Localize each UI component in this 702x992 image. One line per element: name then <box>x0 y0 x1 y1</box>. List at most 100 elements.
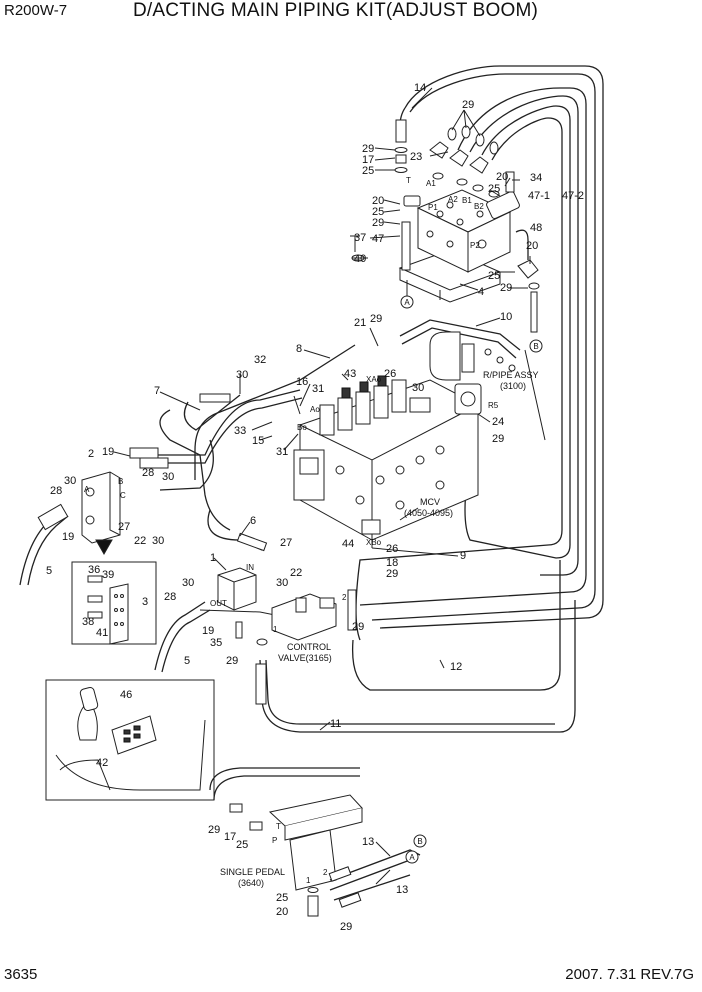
svg-text:2: 2 <box>342 593 347 602</box>
part-callout-40: 40 <box>354 253 366 265</box>
svg-text:A: A <box>404 298 410 307</box>
part-callout-43: 43 <box>344 368 356 380</box>
svg-text:B: B <box>533 342 538 351</box>
top-fittings <box>350 107 540 333</box>
part-callout-30: 30 <box>152 535 164 547</box>
control-valve <box>255 589 576 733</box>
part-callout-25: 25 <box>276 892 288 904</box>
part-callout-29: 29 <box>340 921 352 933</box>
part-callout-30: 30 <box>276 577 288 589</box>
hoses-left <box>129 344 356 552</box>
part-callout-29: 29 <box>500 282 512 294</box>
model-label: R200W-7 <box>4 2 68 19</box>
part-callout-1: 1 <box>210 552 216 564</box>
part-callout-35: 35 <box>210 637 222 649</box>
part-callout-47-2: 47-2 <box>562 190 584 202</box>
page-title: D/ACTING MAIN PIPING KIT(ADJUST BOOM) <box>133 0 539 21</box>
svg-text:T: T <box>276 822 281 831</box>
part-callout-27: 27 <box>280 537 292 549</box>
part-callout-36: 36 <box>88 564 100 576</box>
part-callout-26: 26 <box>386 543 398 555</box>
hose-5-mid <box>154 601 211 673</box>
part-callout-30: 30 <box>236 369 248 381</box>
part-callout-28: 28 <box>164 591 176 603</box>
part-callout-39: 39 <box>102 569 114 581</box>
svg-text:2: 2 <box>323 868 328 877</box>
svg-text:Ao: Ao <box>310 405 320 414</box>
ref-marker-b-bottom: B <box>413 834 427 848</box>
part-callout-3: 3 <box>142 596 148 608</box>
part-callout-17: 17 <box>362 154 374 166</box>
svg-text:1: 1 <box>306 876 311 885</box>
control-valve-caption: CONTROL <box>287 642 331 652</box>
part-callout-21: 21 <box>354 317 366 329</box>
part-callout-6: 6 <box>250 515 256 527</box>
part-callout-44: 44 <box>342 538 354 550</box>
part-callout-15: 15 <box>252 435 264 447</box>
part-callout-25: 25 <box>362 165 374 177</box>
svg-text:B1: B1 <box>462 196 472 205</box>
part-callout-22: 22 <box>134 535 146 547</box>
svg-text:OUT: OUT <box>210 599 227 608</box>
svg-text:A1: A1 <box>426 179 436 188</box>
part-callout-10: 10 <box>500 311 512 323</box>
part-callout-30: 30 <box>182 577 194 589</box>
part-callout-5: 5 <box>46 565 52 577</box>
part-callout-8: 8 <box>296 343 302 355</box>
part-callout-38: 38 <box>82 616 94 628</box>
part-callout-34: 34 <box>530 172 542 184</box>
svg-text:B: B <box>118 477 123 486</box>
port-labels: T A1 A2 B1 B2 P1 P2 R5 XAo Ao Bo XBo IN … <box>84 176 499 885</box>
part-callout-25: 25 <box>488 270 500 282</box>
part-callout-29: 29 <box>352 621 364 633</box>
svg-text:A2: A2 <box>448 195 458 204</box>
part-callout-5: 5 <box>184 655 190 667</box>
console-inset <box>45 679 215 801</box>
mcv-body <box>293 375 482 548</box>
part-callout-19: 19 <box>62 531 74 543</box>
part-callout-11: 11 <box>330 718 341 730</box>
svg-text:R5: R5 <box>488 401 499 410</box>
svg-text:P2: P2 <box>470 241 480 250</box>
svg-text:P1: P1 <box>428 203 438 212</box>
part-callout-20: 20 <box>276 906 288 918</box>
part-callout-37: 37 <box>354 232 366 244</box>
part-callout-17: 17 <box>224 831 236 843</box>
rpipe-caption: R/PIPE ASSY <box>483 370 539 380</box>
part-callout-32: 32 <box>254 354 266 366</box>
valve-bracket-1 <box>199 567 301 639</box>
part-callout-18: 18 <box>386 557 398 569</box>
single-pedal-caption: SINGLE PEDAL <box>220 867 285 877</box>
single-pedal <box>209 767 421 917</box>
part-callout-27: 27 <box>118 521 130 533</box>
part-callout-2: 2 <box>88 448 94 460</box>
part-callout-31: 31 <box>312 383 324 395</box>
part-callout-33: 33 <box>234 425 246 437</box>
part-callout-24: 24 <box>492 416 504 428</box>
leader-lines <box>113 87 531 885</box>
svg-text:A: A <box>84 485 90 494</box>
top-valve-block <box>398 189 520 303</box>
part-callout-25: 25 <box>372 206 384 218</box>
single-pedal-range-caption: (3640) <box>238 878 264 888</box>
ref-marker-b-top: B <box>529 339 543 353</box>
mcv-caption: MCV <box>420 497 440 507</box>
svg-text:C: C <box>120 491 126 500</box>
ref-marker-a-top: A <box>400 280 414 309</box>
part-callout-20: 20 <box>372 195 384 207</box>
part-callout-48: 48 <box>530 222 542 234</box>
part-callout-20: 20 <box>496 171 508 183</box>
part-callout-29: 29 <box>492 433 504 445</box>
part-callout-19: 19 <box>102 446 114 458</box>
part-callout-13: 13 <box>362 836 374 848</box>
part-callout-29: 29 <box>362 143 374 155</box>
svg-text:P: P <box>272 836 277 845</box>
svg-text:1: 1 <box>273 625 278 634</box>
part-callout-29: 29 <box>370 313 382 325</box>
part-callout-47-1: 47-1 <box>528 190 550 202</box>
part-callout-13: 13 <box>396 884 408 896</box>
part-callout-29: 29 <box>226 655 238 667</box>
svg-text:XAo: XAo <box>366 375 382 384</box>
